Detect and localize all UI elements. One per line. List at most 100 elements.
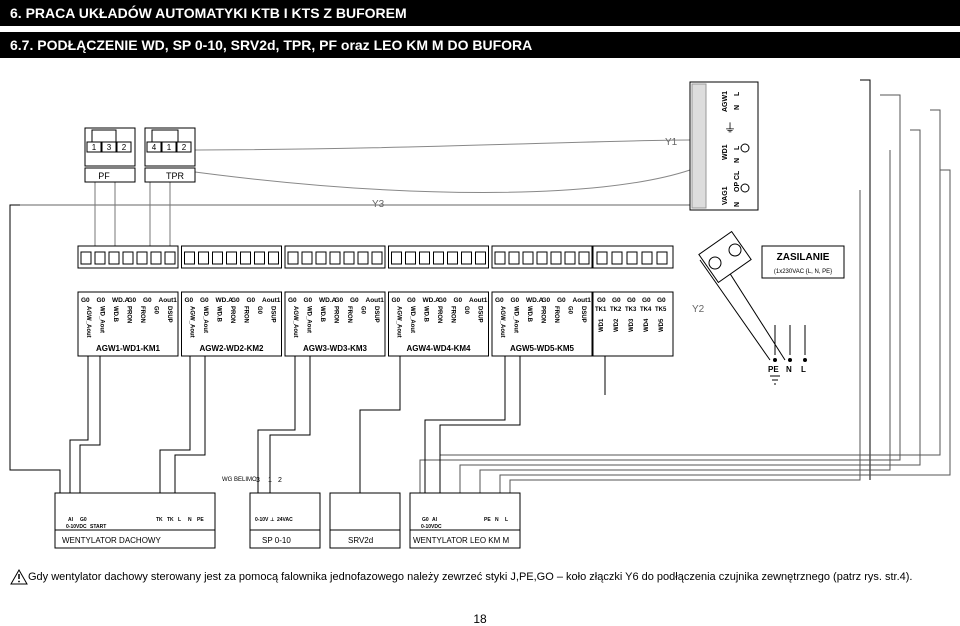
module-top-pin: G0 [392,297,401,304]
wire [860,79,871,480]
terminal-screw-icon [240,251,251,265]
tk-pin: TK4 [640,307,652,313]
terminal-screw-icon [164,251,176,265]
module-top-pin: G0 [407,297,416,304]
module-bottom-pin: PRON [126,306,132,323]
power-group-wd1: WD1 [722,144,729,160]
terminal-screw-icon [122,251,134,265]
terminal-screw-icon [198,251,209,265]
module-label: AGW2-WD2-KM2 [200,344,265,353]
module-bottom-pin: WD_Aout [99,306,105,333]
mains-connector [698,230,752,284]
device-pin: G0 [80,517,87,523]
device-pin: TK [167,517,174,523]
wire [159,355,191,493]
module-bottom-pin: WD_Aout [409,306,415,333]
module-top-pin: G0 [335,297,344,304]
module-top-pin: G0 [97,297,106,304]
module-bottom-pin: PRON [436,306,442,323]
module-bottom-pin: FRON [346,306,352,323]
wire [257,355,296,493]
module-top-pin: G0 [542,297,551,304]
module-bottom-pin: G0 [463,306,469,315]
terminal-screw-icon [80,251,92,265]
module-bottom-pin: WD_Aout [306,306,312,333]
tk-pin: TK2 [610,307,622,313]
device-pin: G0 [422,517,429,523]
terminal-screw-icon [461,251,472,265]
wg-belimo-pin: 1 [268,477,272,484]
terminal-screw-icon [641,251,653,265]
wiring-diagram: 1 3 2 PF 4 1 2 TPR Y1 Y3 Y2 AGW1 WD1 VAG… [9,79,951,549]
device-label-srv2d: SRV2d [348,536,373,545]
module-bottom-pin: G0 [256,306,262,315]
zasilanie-box: ZASILANIE (1x230VAC {L, N, PE} [761,245,845,279]
module-box [592,291,674,357]
wire [499,169,951,493]
terminal-screw-icon [728,243,742,257]
wire [424,355,506,493]
zasilanie-title: ZASILANIE [777,252,830,263]
device-srv2d [329,492,401,549]
device-pin: N [495,517,499,523]
warning-note: Gdy wentylator dachowy sterowany jest za… [10,567,955,587]
device-wentylator-leo-km-m [409,492,521,549]
module-bottom-pin: DSUP [166,306,172,323]
module-top-pin: Aout1 [366,297,385,304]
wire [459,129,921,493]
zasilanie-spec: (1x230VAC {L, N, PE} [774,269,832,275]
power-group-vag1: VAG1 [722,186,729,205]
tk-top-pin: G0 [597,297,606,304]
terminal-screw-icon [578,251,590,265]
pe-label: PE [768,365,779,374]
terminal-screw-icon [611,251,623,265]
pf-pin-2: 3 [107,143,112,152]
module-bottom-pin: DSUP [373,306,379,323]
module-top-pin: WD.A [319,297,337,304]
module-bottom-pin: AGW_Aout [292,306,298,338]
wg-belimo: WG BELIMO 3 1 2 [222,477,282,484]
module-bottom-pin: G0 [153,306,159,315]
module-bottom-pin: DSUP [477,306,483,323]
terminal-screw-icon [626,251,638,265]
module-bottom-pin: WD_Aout [202,306,208,333]
wire [79,355,101,493]
wg-belimo-pin: 3 [256,477,260,484]
module-top-pin: G0 [81,297,90,304]
module-bottom-pin: WD_Aout [513,306,519,333]
device-sp-0-10 [249,492,321,549]
module-top-pin: G0 [247,297,256,304]
wire [479,150,891,493]
tk-top-pin: G0 [612,297,621,304]
module-top-pin: G0 [143,297,152,304]
device-row: AI G0 0-10VDC START TK TK L N PE WENTYLA… [54,492,521,549]
device-sub: 0-10VDC [66,524,87,530]
wire [179,139,691,151]
module-bottom-pin: PRON [333,306,339,323]
tpr-label: TPR [166,171,185,181]
tpr-relay: 4 1 2 TPR [144,127,196,183]
module-top-pin: WD.A [526,297,544,304]
wire [509,190,861,493]
module-label: AGW1-WD1-KM1 [96,344,161,353]
power-terminal-block: AGW1 WD1 VAG1 L N L N CL OP N ⏚ [689,81,759,211]
power-pin: L [734,91,741,96]
device-pin: L [178,517,181,523]
tpr-pin-3: 2 [182,143,187,152]
device-pin: AI [68,517,74,523]
terminal-screw-icon [184,251,195,265]
tk-wd-pin: WD5 [659,318,665,332]
power-pin: L [734,145,741,150]
terminal-screw-icon [522,251,534,265]
module-bottom-pin: DSUP [580,306,586,323]
module-top-pin: G0 [288,297,297,304]
tpr-pin-1: 4 [152,143,157,152]
module-top-pin: G0 [438,297,447,304]
module-bottom-pin: DSUP [270,306,276,323]
module-bottom-pin: FRON [450,306,456,323]
device-pin: PE [197,517,204,523]
module-top-pin: Aout1 [262,297,281,304]
terminal-screw-icon [656,251,668,265]
